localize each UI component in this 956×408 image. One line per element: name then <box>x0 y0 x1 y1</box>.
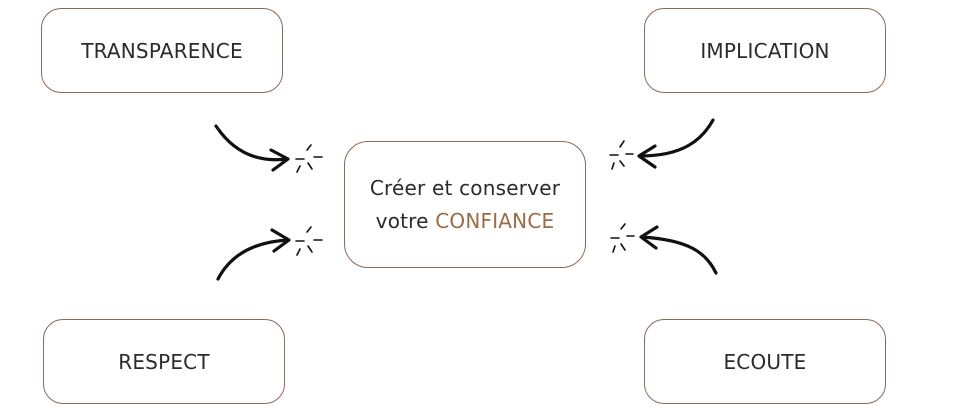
curved-arrow-icon <box>216 228 291 281</box>
curved-arrow-icon <box>639 225 718 275</box>
spark-icon <box>610 223 635 253</box>
spark-icon <box>295 226 323 256</box>
box-respect: RESPECT <box>43 319 285 404</box>
center-line-2: votre CONFIANCE <box>376 205 555 238</box>
confiance-emphasis: CONFIANCE <box>435 208 555 233</box>
center-line-2-prefix: votre <box>375 208 436 233</box>
center-line-1: Créer et conserver <box>369 175 561 200</box>
curved-arrow-icon <box>214 124 290 172</box>
spark-icon <box>609 140 634 170</box>
label-implication: IMPLICATION <box>700 38 830 63</box>
curved-arrow-icon <box>637 118 715 169</box>
label-ecoute: ECOUTE <box>723 349 807 374</box>
label-transparence: TRANSPARENCE <box>81 38 243 63</box>
spark-icon <box>295 144 323 173</box>
box-implication: IMPLICATION <box>644 8 886 93</box>
center-box: Créer et conserver votre CONFIANCE <box>344 141 586 268</box>
box-transparence: TRANSPARENCE <box>41 8 283 93</box>
label-respect: RESPECT <box>118 349 210 374</box>
box-ecoute: ECOUTE <box>644 319 886 404</box>
